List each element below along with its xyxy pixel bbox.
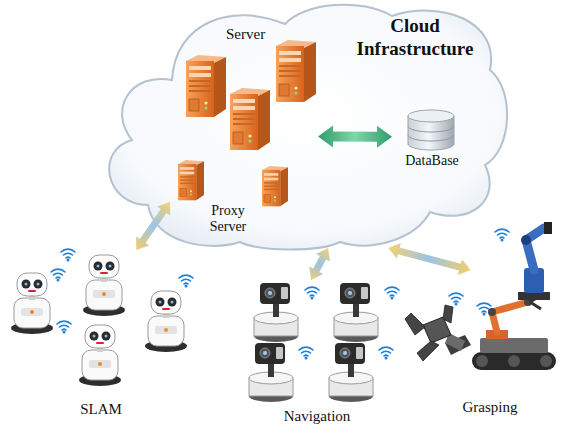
network-arrow [388, 243, 470, 275]
navigation-robot [249, 343, 293, 402]
navigation-robot [254, 283, 298, 342]
slam-robot [145, 291, 187, 352]
wifi-icon [61, 249, 75, 261]
database: DataBase [392, 108, 474, 178]
slam-robot [79, 325, 121, 386]
database-icon [408, 110, 454, 150]
industrial-arm [518, 222, 552, 300]
node-label: SLAM [5, 400, 197, 418]
node-label: DataBase [392, 152, 472, 169]
wifi-icon [449, 293, 463, 305]
wifi-icon [385, 287, 399, 299]
wifi-icon [57, 321, 71, 333]
cloud-region: Cloud Infrastructure ServerDataBaseProxy … [90, 0, 510, 248]
node-label: Server [226, 26, 286, 43]
server-cluster: Server [170, 15, 318, 165]
node-label: Navigation [232, 407, 402, 425]
wifi-icon [179, 275, 193, 287]
proxy-server-icon [262, 166, 288, 206]
navigation-robot [329, 343, 373, 402]
server-icon [230, 88, 270, 150]
robot-group: Grasping [418, 270, 564, 420]
node-label: Grasping [418, 398, 562, 416]
proxy-server-icon [178, 160, 204, 200]
network-arrow [136, 202, 170, 250]
slam-robot [83, 255, 125, 316]
server-icon [186, 55, 226, 117]
node-label: Proxy Server [196, 203, 260, 235]
gripper-robot [405, 305, 471, 361]
network-arrow [309, 248, 330, 280]
navigation-robot [334, 283, 378, 342]
wifi-icon [299, 347, 313, 359]
wifi-icon [477, 303, 491, 315]
wifi-icon [495, 229, 509, 241]
slam-robot [11, 273, 53, 334]
robot-group: SLAM [5, 250, 199, 422]
wifi-icon [51, 269, 65, 281]
node-label: Cloud Infrastructure [350, 14, 480, 60]
robot-group: Navigation [232, 280, 404, 430]
cloud-outline [90, 0, 510, 248]
proxy-server: Proxy Server [170, 158, 300, 246]
wifi-icon [379, 347, 393, 359]
data-sync-arrow [318, 126, 392, 148]
server-icon [276, 40, 316, 102]
cloud-shape [109, 5, 507, 250]
mobile-manipulator [472, 296, 556, 370]
wifi-icon [305, 287, 319, 299]
